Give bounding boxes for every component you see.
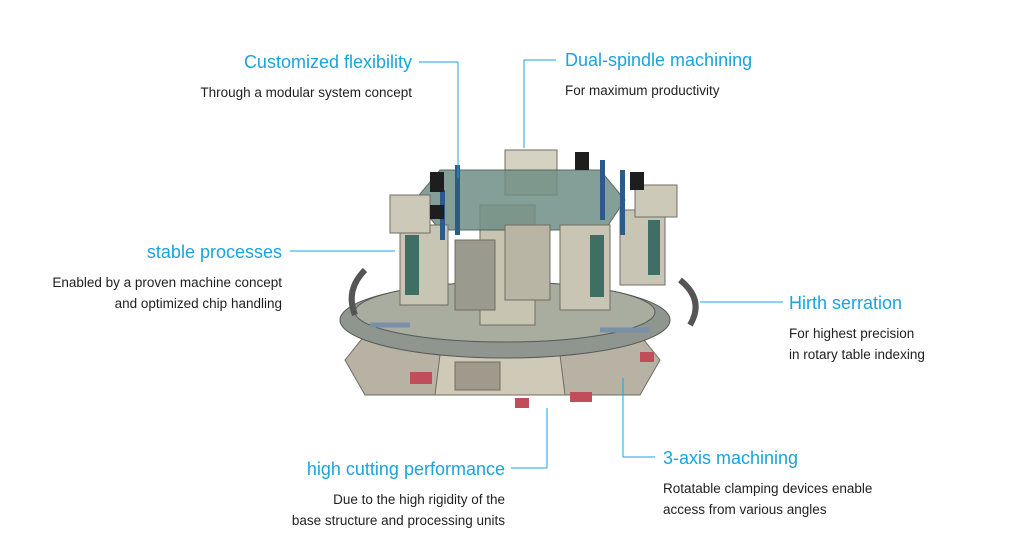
callout-title: Dual-spindle machining [565,50,753,70]
callout-title: Customized flexibility [243,52,412,72]
callout-description: For highest precision in rotary table in… [789,323,1009,365]
callout-description: Through a modular system concept [172,82,412,103]
callout-title: high cutting performance [306,459,505,479]
leader-dual-spindle [523,59,556,148]
callout-description: For maximum productivity [565,80,825,101]
callout-line: For highest precision [789,326,915,341]
callout-line: Due to the high rigidity of the [333,492,505,507]
callout-line: in rotary table indexing [789,347,925,362]
callout-customized-flexibility: Customized flexibility Through a modular… [172,51,412,103]
callout-hirth-serration: Hirth serration For highest precision in… [789,292,1009,365]
callout-description: Enabled by a proven machine concept and … [20,272,282,314]
callout-title: Hirth serration [789,293,903,313]
callout-dual-spindle: Dual-spindle machining For maximum produ… [565,49,825,101]
callout-title: stable processes [146,242,282,262]
callout-line: access from various angles [663,502,827,517]
callout-line: For maximum productivity [565,83,720,98]
callout-three-axis: 3-axis machining Rotatable clamping devi… [663,447,943,520]
leader-three-axis [622,378,655,458]
callout-line: Enabled by a proven machine concept [52,275,282,290]
callout-line: and optimized chip handling [114,296,282,311]
callout-line: Through a modular system concept [200,85,412,100]
callout-description: Due to the high rigidity of the base str… [250,489,505,531]
leader-customized-flexibility [419,61,459,178]
callout-title: 3-axis machining [663,448,799,468]
callout-description: Rotatable clamping devices enable access… [663,478,943,520]
callout-stable-processes: stable processes Enabled by a proven mac… [20,241,282,314]
callout-line: base structure and processing units [291,513,505,528]
callout-line: Rotatable clamping devices enable [663,481,873,496]
leader-high-cutting [511,408,548,469]
callout-high-cutting: high cutting performance Due to the high… [250,458,505,531]
